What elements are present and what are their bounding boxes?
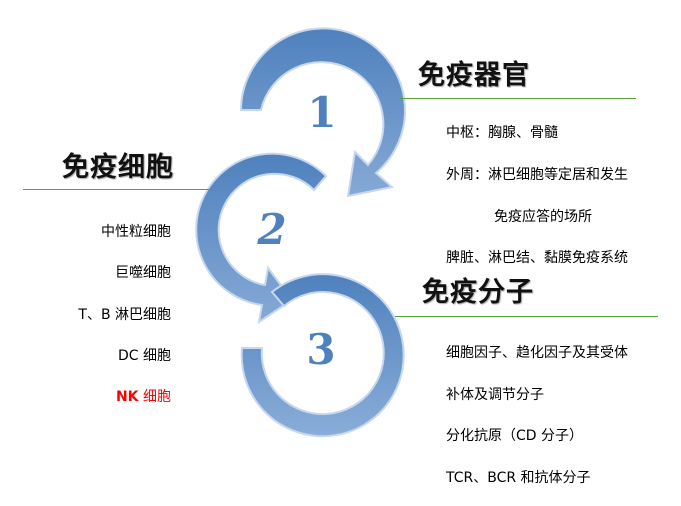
cells-item: 中性粒细胞 [101, 224, 171, 240]
molecules-heading: 免疫分子 [422, 277, 534, 308]
arrow-ring-3 [240, 273, 405, 438]
molecules-item: 分化抗原（CD 分子） [446, 428, 584, 444]
highlight-rest: 细胞 [138, 389, 171, 405]
highlight-latin: NK [115, 389, 139, 405]
molecules-item: TCR、BCR 和抗体分子 [446, 470, 591, 486]
cells-item: DC 细胞 [117, 348, 171, 364]
organs-item: 免疫应答的场所 [494, 209, 592, 225]
organs-item: 脾脏、淋巴结、黏膜免疫系统 [446, 250, 628, 266]
cells-heading: 免疫细胞 [62, 152, 174, 183]
molecules-divider [395, 316, 658, 317]
step-number-2: 2 [256, 205, 286, 254]
organs-item: 中枢：胸腺、骨髓 [446, 125, 558, 141]
arrow-ring-1 [239, 27, 406, 198]
organs-item: 外周：淋巴细胞等定居和发生 [446, 167, 628, 183]
cells-item-highlighted: NK 细胞 [20, 388, 171, 406]
molecules-item: 补体及调节分子 [446, 387, 544, 403]
arrow-ring-2 [195, 152, 328, 325]
cells-item: T、B 淋巴细胞 [78, 307, 171, 323]
step-number-3: 3 [306, 325, 335, 374]
molecules-item: 细胞因子、趋化因子及其受体 [446, 345, 628, 361]
cells-divider [23, 189, 213, 190]
organs-heading: 免疫器官 [418, 60, 530, 91]
organs-divider [400, 98, 636, 99]
cells-item: 巨噬细胞 [115, 265, 171, 281]
step-number-1: 1 [307, 88, 336, 137]
